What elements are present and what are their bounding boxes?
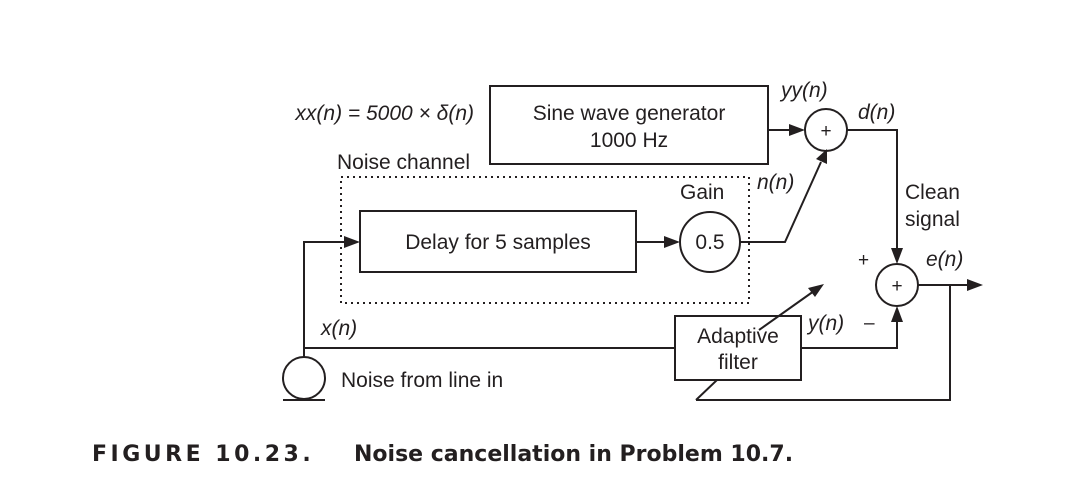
sine-to-summer-arrowhead — [789, 124, 805, 136]
minus-sign: – — [864, 313, 875, 334]
adaptation-arrow-line — [758, 290, 815, 331]
clean-signal-line — [847, 129, 898, 251]
delay-block-label: Delay for 5 samples — [405, 231, 591, 254]
source-to-delay-arrowhead — [344, 236, 360, 248]
bottom-summer-symbol: + — [891, 276, 902, 297]
noise-source-label: Noise from line in — [341, 369, 503, 392]
gain-to-summer-line — [740, 161, 822, 243]
noise-source-icon — [282, 356, 326, 400]
gain-label: Gain — [680, 181, 724, 204]
delay-to-gain-arrowhead — [664, 236, 680, 248]
delay-block — [359, 210, 637, 273]
clean-signal-arrowhead — [891, 248, 903, 264]
x-signal-label: x(n) — [320, 317, 357, 340]
sine-block-line1: Sine wave generator — [533, 102, 726, 125]
noise-channel-label: Noise channel — [337, 151, 470, 174]
output-arrowhead — [967, 279, 983, 291]
d-signal-label: d(n) — [858, 101, 895, 124]
plus-sign: + — [858, 250, 869, 271]
filter-to-summer-arrowhead — [891, 306, 903, 322]
top-summer-symbol: + — [820, 121, 831, 142]
figure-number: FIGURE 10.23. — [92, 442, 314, 467]
e-signal-label: e(n) — [926, 248, 963, 271]
sine-block-line2: 1000 Hz — [590, 129, 668, 152]
gain-to-summer-arrowhead — [816, 149, 827, 164]
adaptive-block-line2: filter — [718, 351, 758, 374]
gain-value: 0.5 — [695, 231, 724, 254]
figure-caption: Noise cancellation in Problem 10.7. — [354, 442, 793, 467]
feedback-line — [696, 285, 951, 401]
filter-to-summer-line — [801, 319, 898, 349]
source-to-delay-line — [303, 241, 347, 357]
adaptive-block-line1: Adaptive — [697, 325, 779, 348]
input-expression: xx(n) = 5000 × δ(n) — [294, 102, 474, 125]
yy-signal-label: yy(n) — [779, 79, 828, 102]
clean-signal-line1: Clean — [905, 181, 960, 204]
clean-signal-line2: signal — [905, 208, 960, 231]
sine-wave-generator-block — [489, 85, 769, 165]
y-signal-label: y(n) — [806, 312, 844, 335]
feedback-diagonal — [695, 379, 718, 401]
n-signal-label: n(n) — [757, 171, 794, 194]
adaptation-arrowhead — [808, 284, 824, 297]
noise-channel-region — [340, 176, 750, 304]
